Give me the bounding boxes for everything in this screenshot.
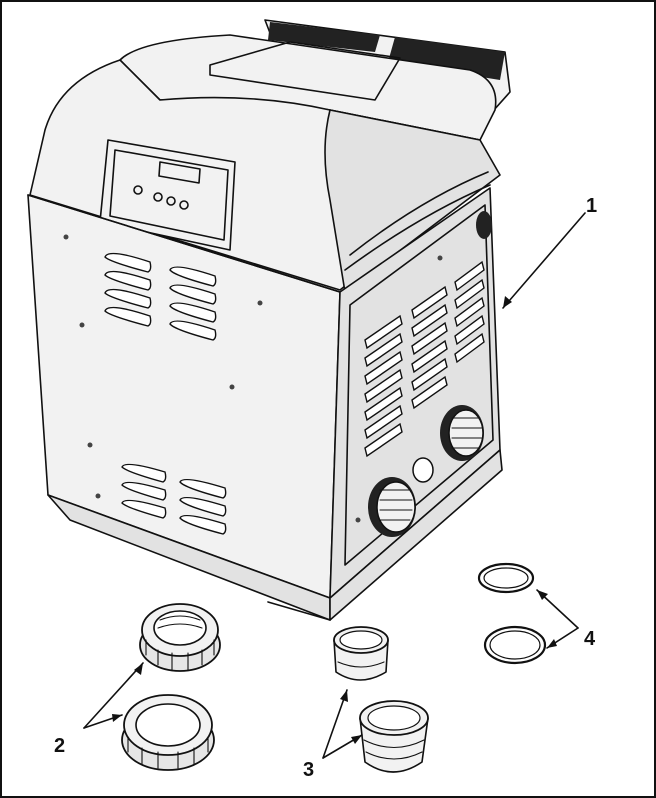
callout-4: 4 (584, 628, 596, 650)
top-vent-grille-right (388, 37, 505, 80)
control-panel (99, 139, 236, 251)
display-window (158, 161, 201, 184)
heater-unit (27, 19, 511, 621)
leader-lines (83, 212, 586, 759)
water-inlet-port (368, 477, 416, 537)
callout-1: 1 (586, 195, 597, 217)
o-ring-lower (483, 625, 547, 665)
top-vent-grille-left (268, 22, 380, 52)
side-vent-hole (476, 211, 492, 239)
callout-2: 2 (54, 735, 65, 757)
front-louvers-upper (104, 252, 217, 341)
union-nut-upper (139, 603, 221, 672)
water-outlet-port (440, 405, 484, 461)
control-buttons (133, 185, 189, 210)
union-nut-lower (121, 694, 215, 771)
union-tailpiece-lower (359, 700, 429, 773)
side-louvers (364, 260, 485, 458)
union-tailpiece-upper (333, 626, 389, 681)
o-ring-upper (477, 562, 535, 594)
drain-port (412, 457, 434, 483)
callout-3: 3 (303, 759, 314, 781)
front-louvers-lower (121, 463, 227, 535)
